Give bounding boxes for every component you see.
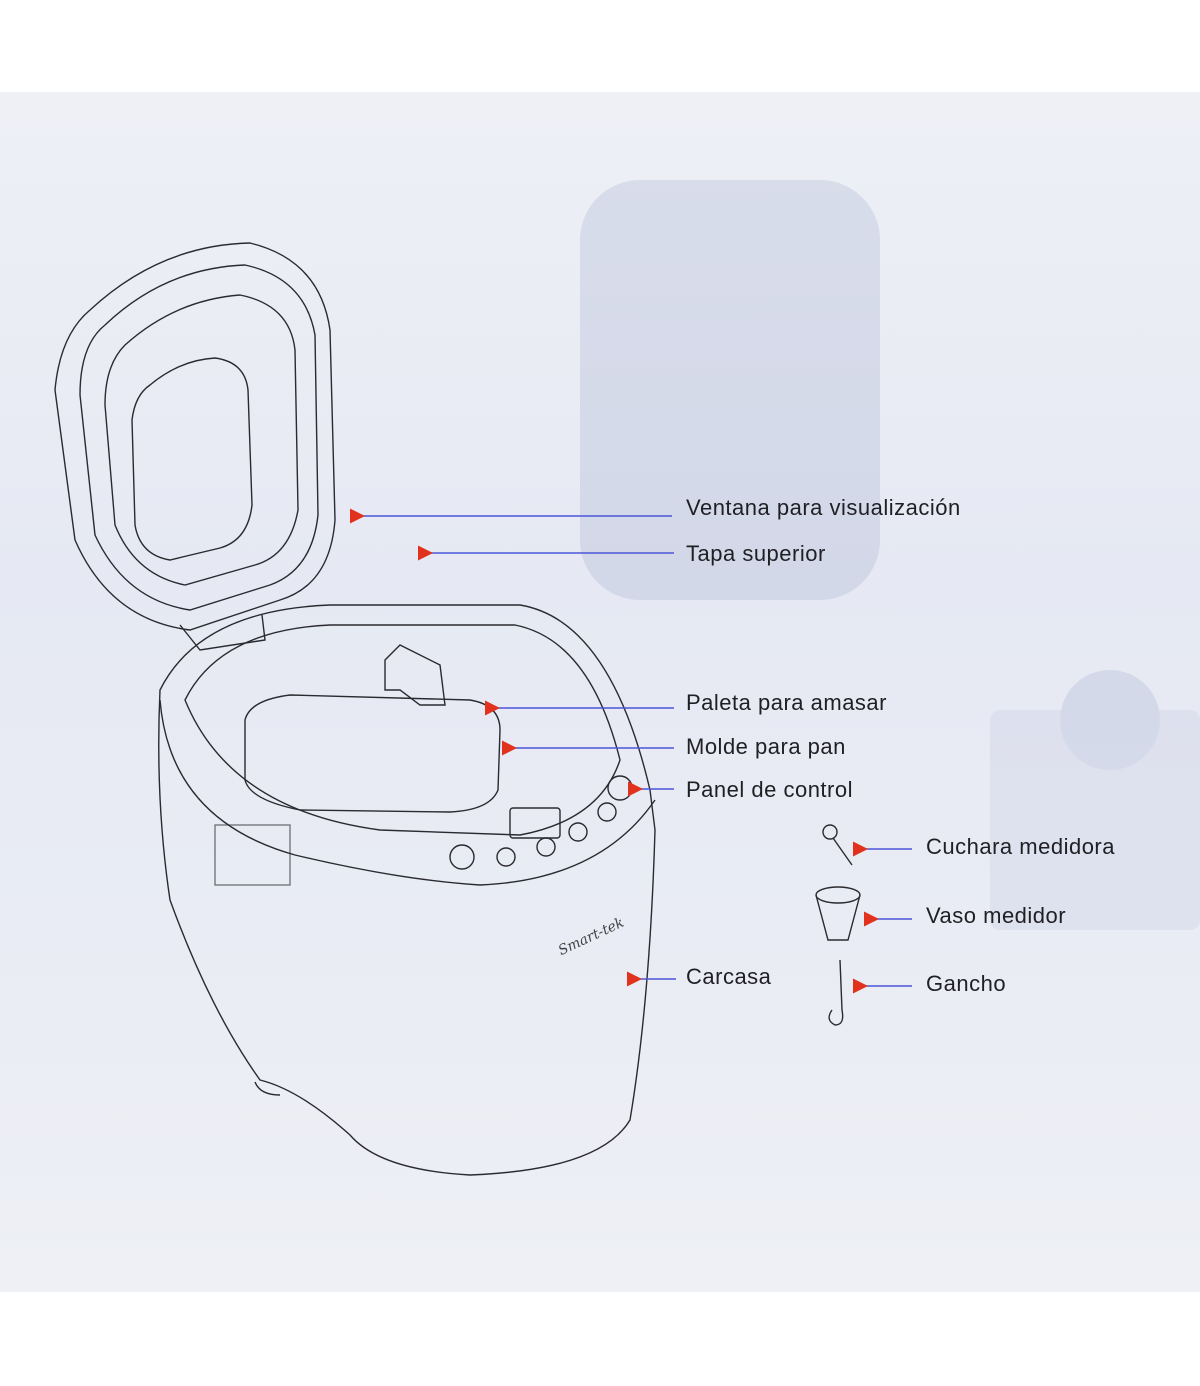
vent-grille — [214, 824, 291, 886]
kneading-paddle — [384, 644, 446, 706]
brand-logo: Smart-tek — [556, 915, 627, 959]
top-lid — [54, 242, 336, 651]
viewing-window — [131, 357, 253, 561]
label-control-panel: Panel de control — [686, 777, 853, 802]
label-housing: Carcasa — [686, 964, 772, 989]
label-bread-pan: Molde para pan — [686, 734, 846, 759]
hook — [828, 959, 844, 1026]
callout-arrows — [350, 508, 912, 994]
background-photo — [0, 92, 1200, 1292]
bread-pan — [244, 694, 501, 813]
label-viewing-window: Ventana para visualización — [686, 495, 961, 520]
measuring-cup — [815, 886, 861, 941]
label-measuring-spoon: Cuchara medidora — [926, 834, 1115, 859]
label-top-lid: Tapa superior — [686, 541, 826, 566]
background-decor — [580, 180, 1200, 930]
label-measuring-cup: Vaso medidor — [926, 903, 1067, 928]
display-screen — [509, 807, 561, 839]
label-hook: Gancho — [926, 971, 1007, 996]
label-kneading-paddle: Paleta para amasar — [686, 690, 887, 715]
housing — [158, 604, 656, 1176]
measuring-spoon — [822, 824, 853, 866]
